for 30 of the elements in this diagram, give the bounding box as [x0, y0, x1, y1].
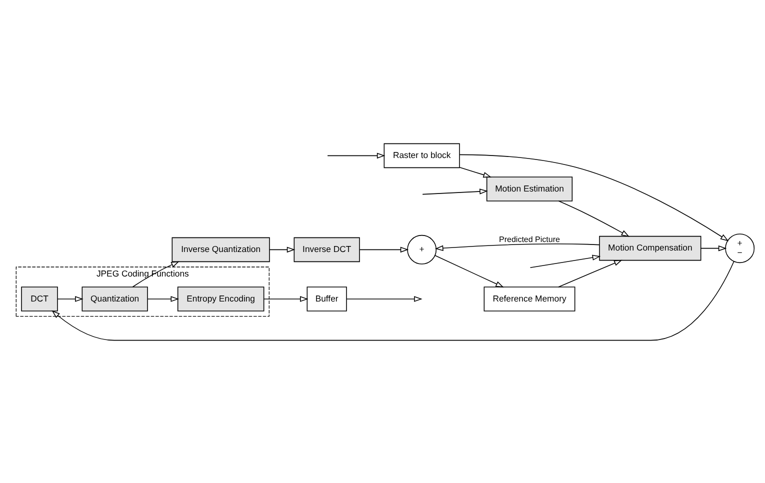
arrow — [359, 246, 409, 252]
arrow — [459, 154, 729, 241]
node-box: Motion Estimation — [486, 176, 573, 201]
node-box: Inverse Quantization — [172, 236, 270, 262]
arrow — [269, 246, 296, 252]
arrow — [52, 260, 734, 340]
arrow — [530, 254, 601, 268]
node-circle: + − — [725, 233, 755, 263]
node-box: Quantization — [82, 286, 148, 311]
node-circle: + — [407, 234, 437, 264]
arrow — [264, 296, 308, 302]
node-box: Entropy Encoding — [177, 286, 264, 311]
arrow — [422, 188, 488, 194]
arrow — [434, 242, 600, 251]
arrow — [346, 296, 422, 302]
node-box: Inverse DCT — [294, 236, 360, 262]
arrow — [558, 259, 622, 287]
arrow — [434, 254, 504, 287]
node-box: Reference Memory — [484, 286, 576, 311]
arrow — [459, 166, 492, 178]
arrow — [558, 200, 630, 236]
node-box: DCT — [21, 286, 58, 311]
arrow — [147, 296, 179, 302]
node-box: Motion Compensation — [599, 235, 702, 260]
arrow — [700, 244, 727, 251]
arrow — [57, 296, 84, 302]
arrow — [327, 152, 386, 158]
arrow — [132, 260, 180, 287]
node-box: Buffer — [306, 286, 347, 311]
node-box: Raster to block — [384, 142, 460, 168]
